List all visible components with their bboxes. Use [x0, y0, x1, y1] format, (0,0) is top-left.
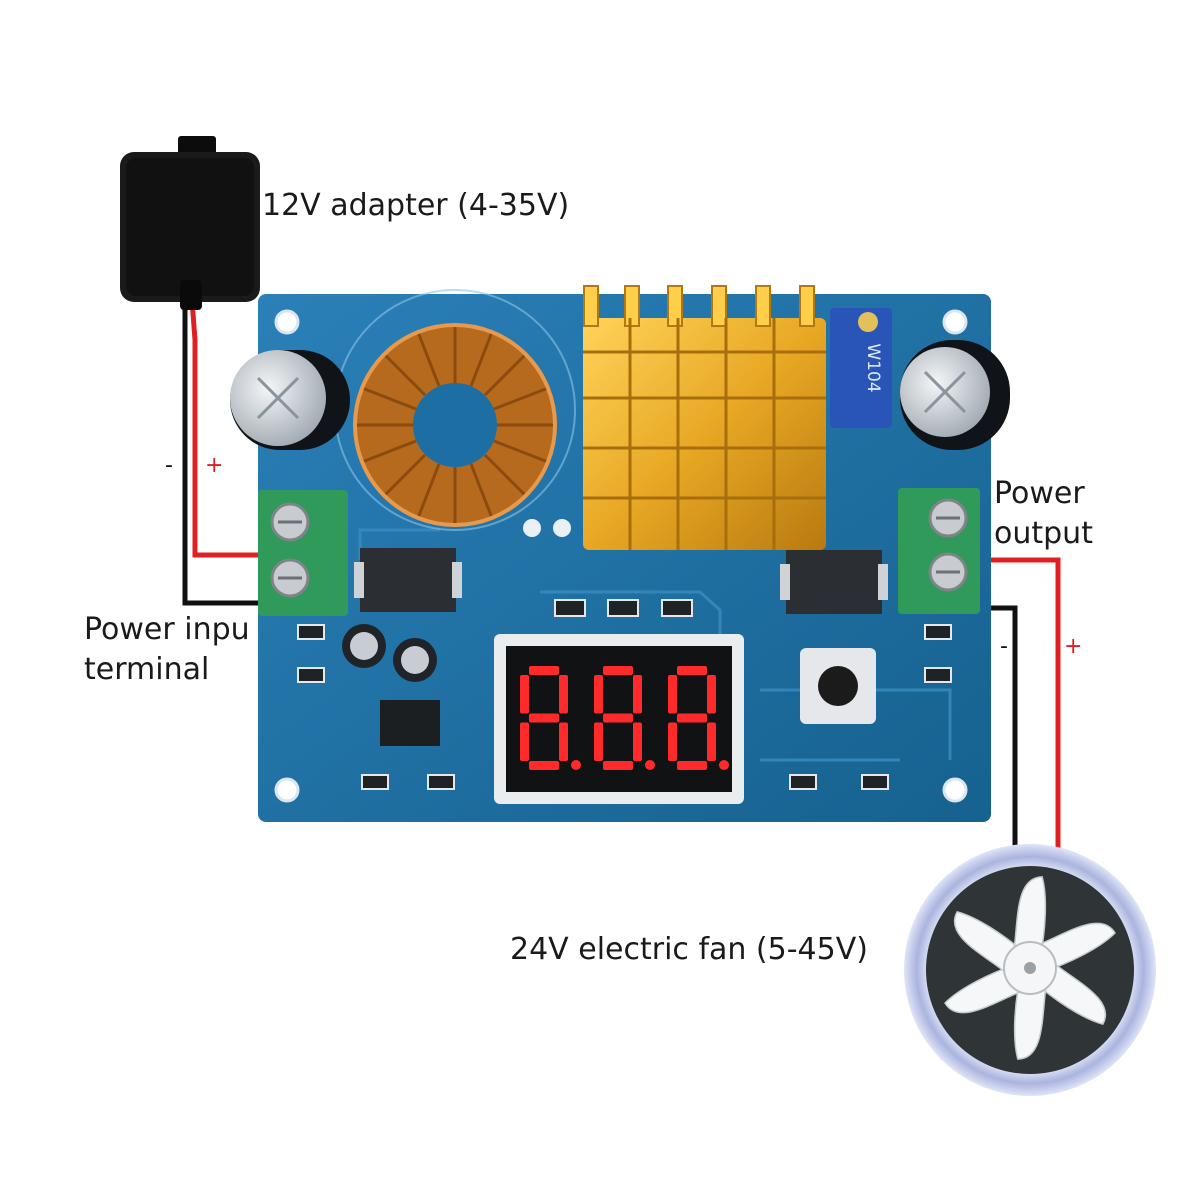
digit-3-segment	[707, 675, 716, 714]
potentiometer: W104	[830, 308, 892, 428]
digit-2-segment	[633, 675, 642, 714]
fan-blade	[1013, 973, 1049, 1060]
digit-2-segment	[603, 713, 633, 723]
electric-fan	[904, 844, 1156, 1096]
output-capacitor	[900, 340, 1010, 450]
digit-1-segment	[520, 675, 529, 714]
output-terminal-block	[898, 488, 980, 614]
digit-3-segment	[668, 675, 677, 714]
digit-1-segment	[520, 722, 529, 761]
digit-3-segment	[677, 761, 707, 770]
digit-3-decimal-point	[719, 760, 729, 770]
digit-1-segment	[529, 761, 559, 770]
toroid-inductor	[353, 323, 557, 527]
input-negative-wire	[182, 300, 280, 606]
output-minus-sign: -	[1000, 634, 1008, 659]
power-output-label-line1: Power	[994, 476, 1085, 511]
digit-1-segment	[529, 713, 559, 723]
input-plus-sign: +	[205, 453, 224, 478]
diode-d3	[354, 548, 462, 612]
digit-1-segment	[529, 666, 559, 675]
ic-u1	[380, 700, 440, 746]
input-capacitor	[230, 350, 350, 450]
digit-2-segment	[603, 666, 633, 675]
power-input-label-line2: terminal	[84, 652, 210, 687]
adapter-label: 12V adapter (4-35V)	[262, 188, 570, 223]
smd-resistors	[297, 599, 952, 790]
digit-1-decimal-point	[571, 760, 581, 770]
digit-2-segment	[633, 722, 642, 761]
heatsink	[583, 285, 826, 550]
digit-1-segment	[559, 675, 568, 714]
mounting-holes	[274, 309, 968, 803]
power-output-label-line2: output	[994, 516, 1093, 551]
push-button	[800, 648, 876, 724]
digit-3-segment	[707, 722, 716, 761]
digit-3-segment	[677, 666, 707, 675]
digit-2-segment	[603, 761, 633, 770]
power-adapter	[120, 136, 260, 310]
digit-2-decimal-point	[645, 760, 655, 770]
digit-3-segment	[677, 713, 707, 723]
digit-2-segment	[594, 722, 603, 761]
potentiometer-marking: W104	[863, 343, 883, 392]
diode-d4	[780, 550, 888, 614]
output-positive-wire	[960, 557, 1061, 860]
power-input-label-line1: Power inpu	[84, 612, 250, 647]
input-terminal-block	[258, 490, 348, 616]
fan-label: 24V electric fan (5-45V)	[510, 932, 868, 967]
input-minus-sign: -	[165, 453, 173, 478]
digit-3-segment	[668, 722, 677, 761]
small-capacitors	[342, 624, 437, 682]
digit-2-segment	[594, 675, 603, 714]
fan-blade	[1011, 876, 1047, 963]
display-digits	[520, 666, 729, 770]
digit-1-segment	[559, 722, 568, 761]
output-plus-sign: +	[1064, 634, 1083, 659]
